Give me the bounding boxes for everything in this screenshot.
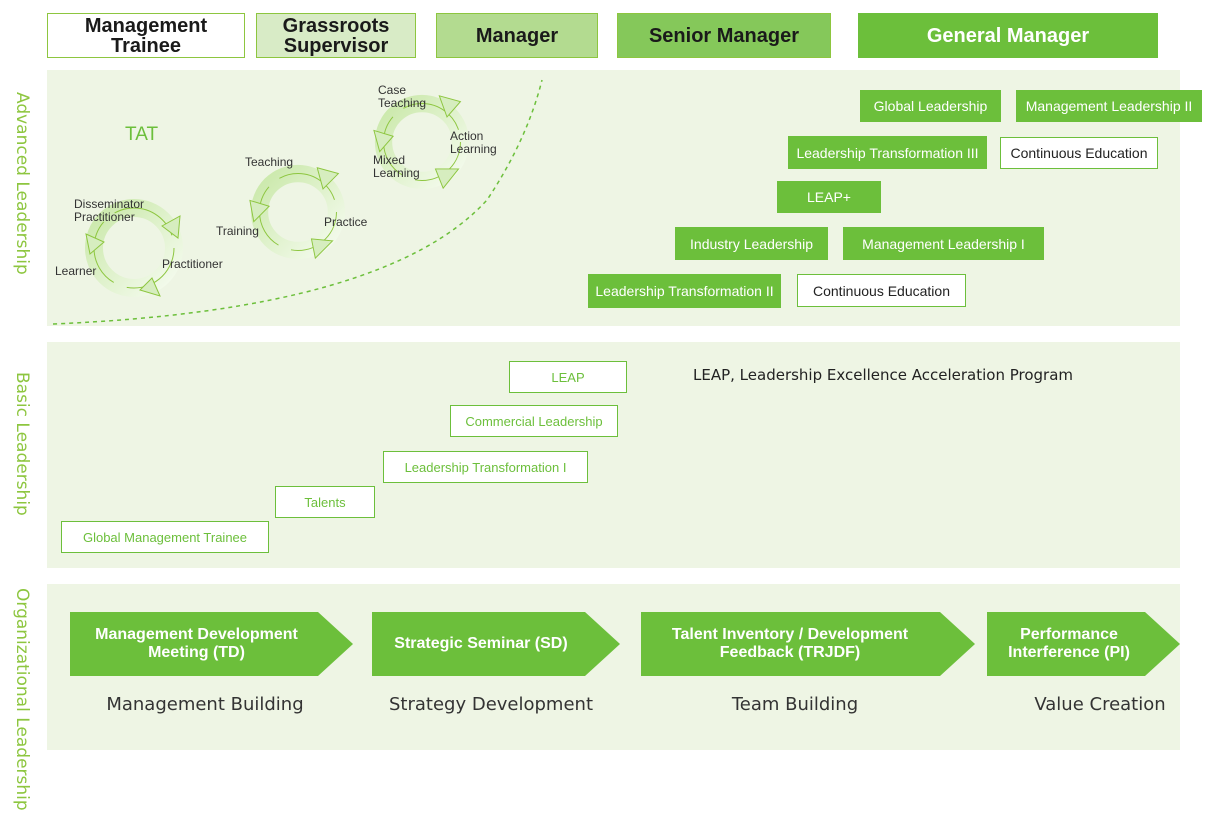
dashed-curve [52, 79, 543, 325]
cycle-arrows-icon [85, 199, 183, 297]
program-management-leadership-2: Management Leadership II [1016, 90, 1202, 122]
level-label: Management Trainee [84, 14, 208, 57]
program-talents: Talents [275, 486, 375, 518]
process-step-title: Talent Inventory / Development Feedback … [671, 626, 909, 661]
program-management-leadership-1: Management Leadership I [843, 227, 1044, 260]
program-leadership-transformation-2: Leadership Transformation II [588, 274, 781, 308]
cycle2-top-label: Teaching [245, 155, 294, 169]
cycle3-left-label: Mixed Learning [373, 153, 420, 180]
cycle1-top-label: Disseminator Practitioner [74, 197, 145, 224]
cycle-arrows-icon [249, 164, 346, 260]
side-label-basic: Basic Leadership [12, 372, 32, 516]
level-label: Senior Manager [648, 24, 800, 47]
program-leap-plus: LEAP+ [777, 181, 881, 213]
process-step-caption: Team Building [731, 694, 859, 715]
cycle1-left-label: Learner [55, 264, 97, 278]
process-step-title: Management Development Meeting (TD) [95, 626, 298, 661]
program-industry-leadership: Industry Leadership [675, 227, 828, 260]
program-leap: LEAP [509, 361, 627, 393]
process-arrow [372, 612, 620, 676]
process-step-caption: Value Creation [1034, 694, 1166, 715]
cycle3-right-label: Action Learning [450, 129, 497, 156]
program-leadership-transformation-3: Leadership Transformation III [788, 136, 987, 169]
program-continuous-education: Continuous Education [1000, 137, 1158, 169]
level-grassroots-supervisor: Grassroots Supervisor [256, 13, 416, 58]
program-global-leadership: Global Leadership [860, 90, 1001, 122]
leap-note: LEAP, Leadership Excellence Acceleration… [693, 366, 1074, 384]
cycle3-top-label: Case Teaching [378, 83, 427, 110]
cycle2-right-label: Practice [324, 215, 368, 229]
side-label-organizational: Organizational Leadership [12, 588, 32, 811]
program-leadership-transformation-1: Leadership Transformation I [383, 451, 588, 483]
cycle1-right-label: Practitioner [162, 257, 223, 271]
tat-label: TAT [125, 124, 159, 145]
level-senior-manager: Senior Manager [617, 13, 831, 58]
side-label-advanced: Advanced Leadership [12, 92, 32, 275]
level-label: General Manager [926, 24, 1090, 47]
level-manager: Manager [436, 13, 598, 58]
level-management-trainee: Management Trainee [47, 13, 245, 58]
process-step-caption: Strategy Development [388, 694, 594, 715]
program-continuous-education: Continuous Education [797, 274, 966, 307]
program-commercial-leadership: Commercial Leadership [450, 405, 618, 437]
cycle2-left-label: Training [216, 224, 259, 238]
level-general-manager: General Manager [858, 13, 1158, 58]
process-arrow [641, 612, 975, 676]
process-arrow [70, 612, 353, 676]
cycle-arrows-icon [373, 94, 470, 190]
process-step-title: Strategic Seminar (SD) [394, 635, 568, 652]
process-step-caption: Management Building [106, 694, 304, 715]
process-step-title: Performance Interference (PI) [1008, 626, 1130, 661]
level-label: Grassroots Supervisor [282, 14, 390, 57]
process-arrow [987, 612, 1180, 676]
level-label: Manager [475, 24, 559, 47]
program-global-management-trainee: Global Management Trainee [61, 521, 269, 553]
